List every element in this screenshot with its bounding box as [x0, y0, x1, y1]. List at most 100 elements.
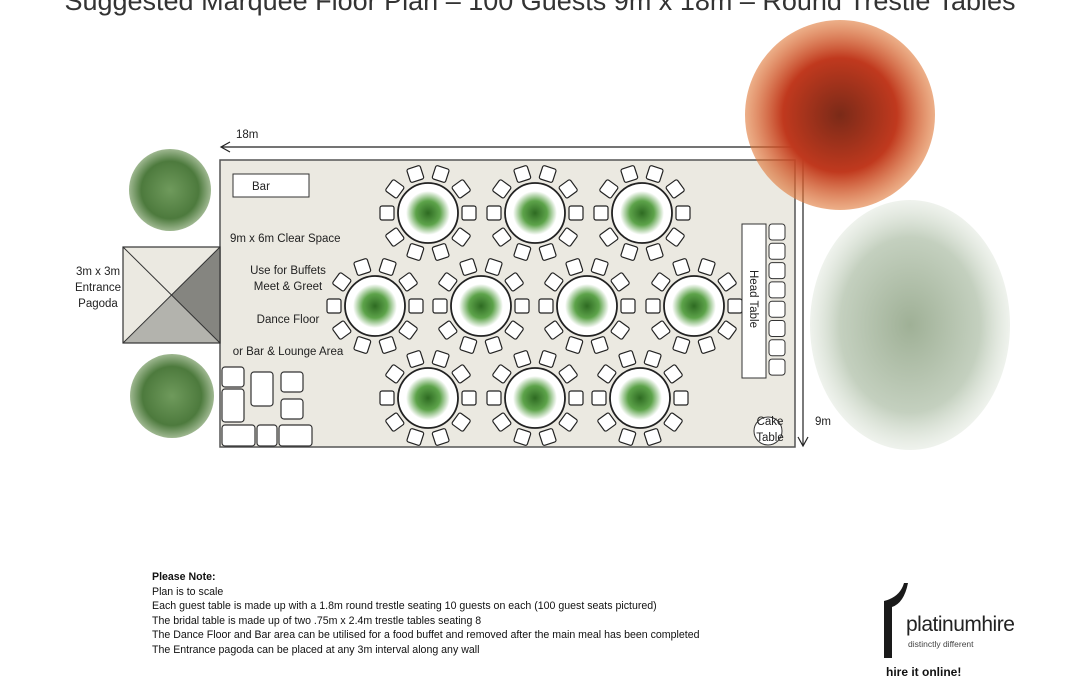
head-table-chair	[768, 358, 786, 376]
chair	[538, 428, 557, 446]
centrepiece-plant-icon	[565, 284, 609, 328]
cake-table	[753, 416, 783, 446]
chair	[353, 258, 372, 276]
chair	[544, 320, 564, 340]
entrance-pagoda: 3m x 3m Entrance Pagoda	[75, 246, 221, 344]
lounge-label: or Bar & Lounge Area	[233, 346, 344, 358]
guest-table	[486, 350, 584, 446]
chair	[645, 298, 661, 314]
chair	[643, 350, 662, 368]
red-tree-icon	[745, 20, 935, 210]
guest-table	[591, 350, 689, 446]
note-line: The bridal table is made up of two .75m …	[152, 614, 482, 627]
chair	[651, 272, 671, 292]
chair	[565, 336, 584, 354]
chair	[385, 364, 405, 384]
dance-floor-label: Dance Floor	[257, 314, 320, 326]
logo-tagline: distinctly different	[908, 639, 974, 649]
chair	[645, 165, 664, 183]
chair	[599, 179, 619, 199]
chair	[663, 364, 683, 384]
cake-label-2: Table	[756, 432, 784, 444]
chair	[504, 320, 524, 340]
platinum-hire-logo: platinumhire distinctly different hire i…	[882, 583, 1052, 679]
chair	[406, 428, 425, 446]
head-table-chair	[768, 281, 786, 299]
chair	[538, 350, 557, 368]
centrepiece-plant-icon	[672, 284, 716, 328]
guest-table	[379, 350, 477, 446]
chair	[332, 320, 352, 340]
guest-table	[432, 258, 530, 354]
centrepiece-plant-icon	[513, 376, 557, 420]
chair	[513, 350, 532, 368]
chair	[398, 320, 418, 340]
guest-table	[326, 258, 424, 354]
bar-counter	[232, 173, 310, 198]
chair	[353, 336, 372, 354]
chair	[620, 243, 639, 261]
chair	[486, 390, 502, 406]
chair	[558, 179, 578, 199]
page-title: Suggested Marquee Floor Plan – 100 Guest…	[64, 0, 1016, 16]
chair	[599, 227, 619, 247]
chair	[697, 258, 716, 276]
pagoda-label-3: Pagoda	[78, 298, 118, 310]
chair	[618, 350, 637, 368]
chair	[385, 179, 405, 199]
chair	[431, 165, 450, 183]
chair	[568, 205, 584, 221]
chair	[597, 364, 617, 384]
note-line: The Dance Floor and Bar area can be util…	[152, 629, 700, 642]
hire-online-link[interactable]: hire it online!	[886, 665, 962, 679]
chair	[538, 165, 557, 183]
guest-table	[379, 165, 477, 261]
chair	[597, 412, 617, 432]
pagoda-label-2: Entrance	[75, 282, 121, 294]
chair	[431, 243, 450, 261]
chair	[385, 227, 405, 247]
chair	[486, 205, 502, 221]
chair	[378, 336, 397, 354]
guest-table	[645, 258, 743, 354]
cake-label-1: Cake	[757, 416, 784, 428]
chair	[406, 165, 425, 183]
chair	[645, 243, 664, 261]
chair	[565, 258, 584, 276]
chair	[451, 179, 471, 199]
chair	[385, 412, 405, 432]
head-table-chair	[768, 242, 786, 260]
centrepiece-plant-icon	[459, 284, 503, 328]
centrepiece-plant-icon	[406, 191, 450, 235]
head-table-chair	[768, 300, 786, 318]
use-for-label-1: Use for Buffets	[250, 265, 326, 277]
chair	[618, 428, 637, 446]
chair	[672, 258, 691, 276]
clear-space-label: 9m x 6m Clear Space	[230, 233, 341, 245]
head-table-chair	[768, 223, 786, 241]
use-for-label-2: Meet & Greet	[254, 281, 323, 293]
logo-mark-icon	[884, 583, 908, 658]
chair	[484, 336, 503, 354]
chair	[406, 350, 425, 368]
notes-heading: Please Note:	[152, 571, 216, 583]
note-line: The Entrance pagoda can be placed at any…	[152, 643, 480, 656]
chair	[431, 428, 450, 446]
head-table-chair	[768, 320, 786, 337]
chair	[610, 320, 630, 340]
note-line: Plan is to scale	[152, 585, 224, 598]
chair	[568, 390, 584, 406]
chair	[558, 364, 578, 384]
chair	[431, 350, 450, 368]
head-table	[741, 223, 767, 379]
chair	[538, 298, 554, 314]
chair	[459, 258, 478, 276]
head-table-label: Head Table	[747, 270, 759, 328]
chair	[591, 390, 607, 406]
chair	[378, 258, 397, 276]
centrepiece-plant-icon	[618, 376, 662, 420]
pagoda-label-1: 3m x 3m	[76, 266, 120, 278]
chair	[406, 243, 425, 261]
head-table-chair	[768, 339, 786, 357]
chair	[663, 412, 683, 432]
